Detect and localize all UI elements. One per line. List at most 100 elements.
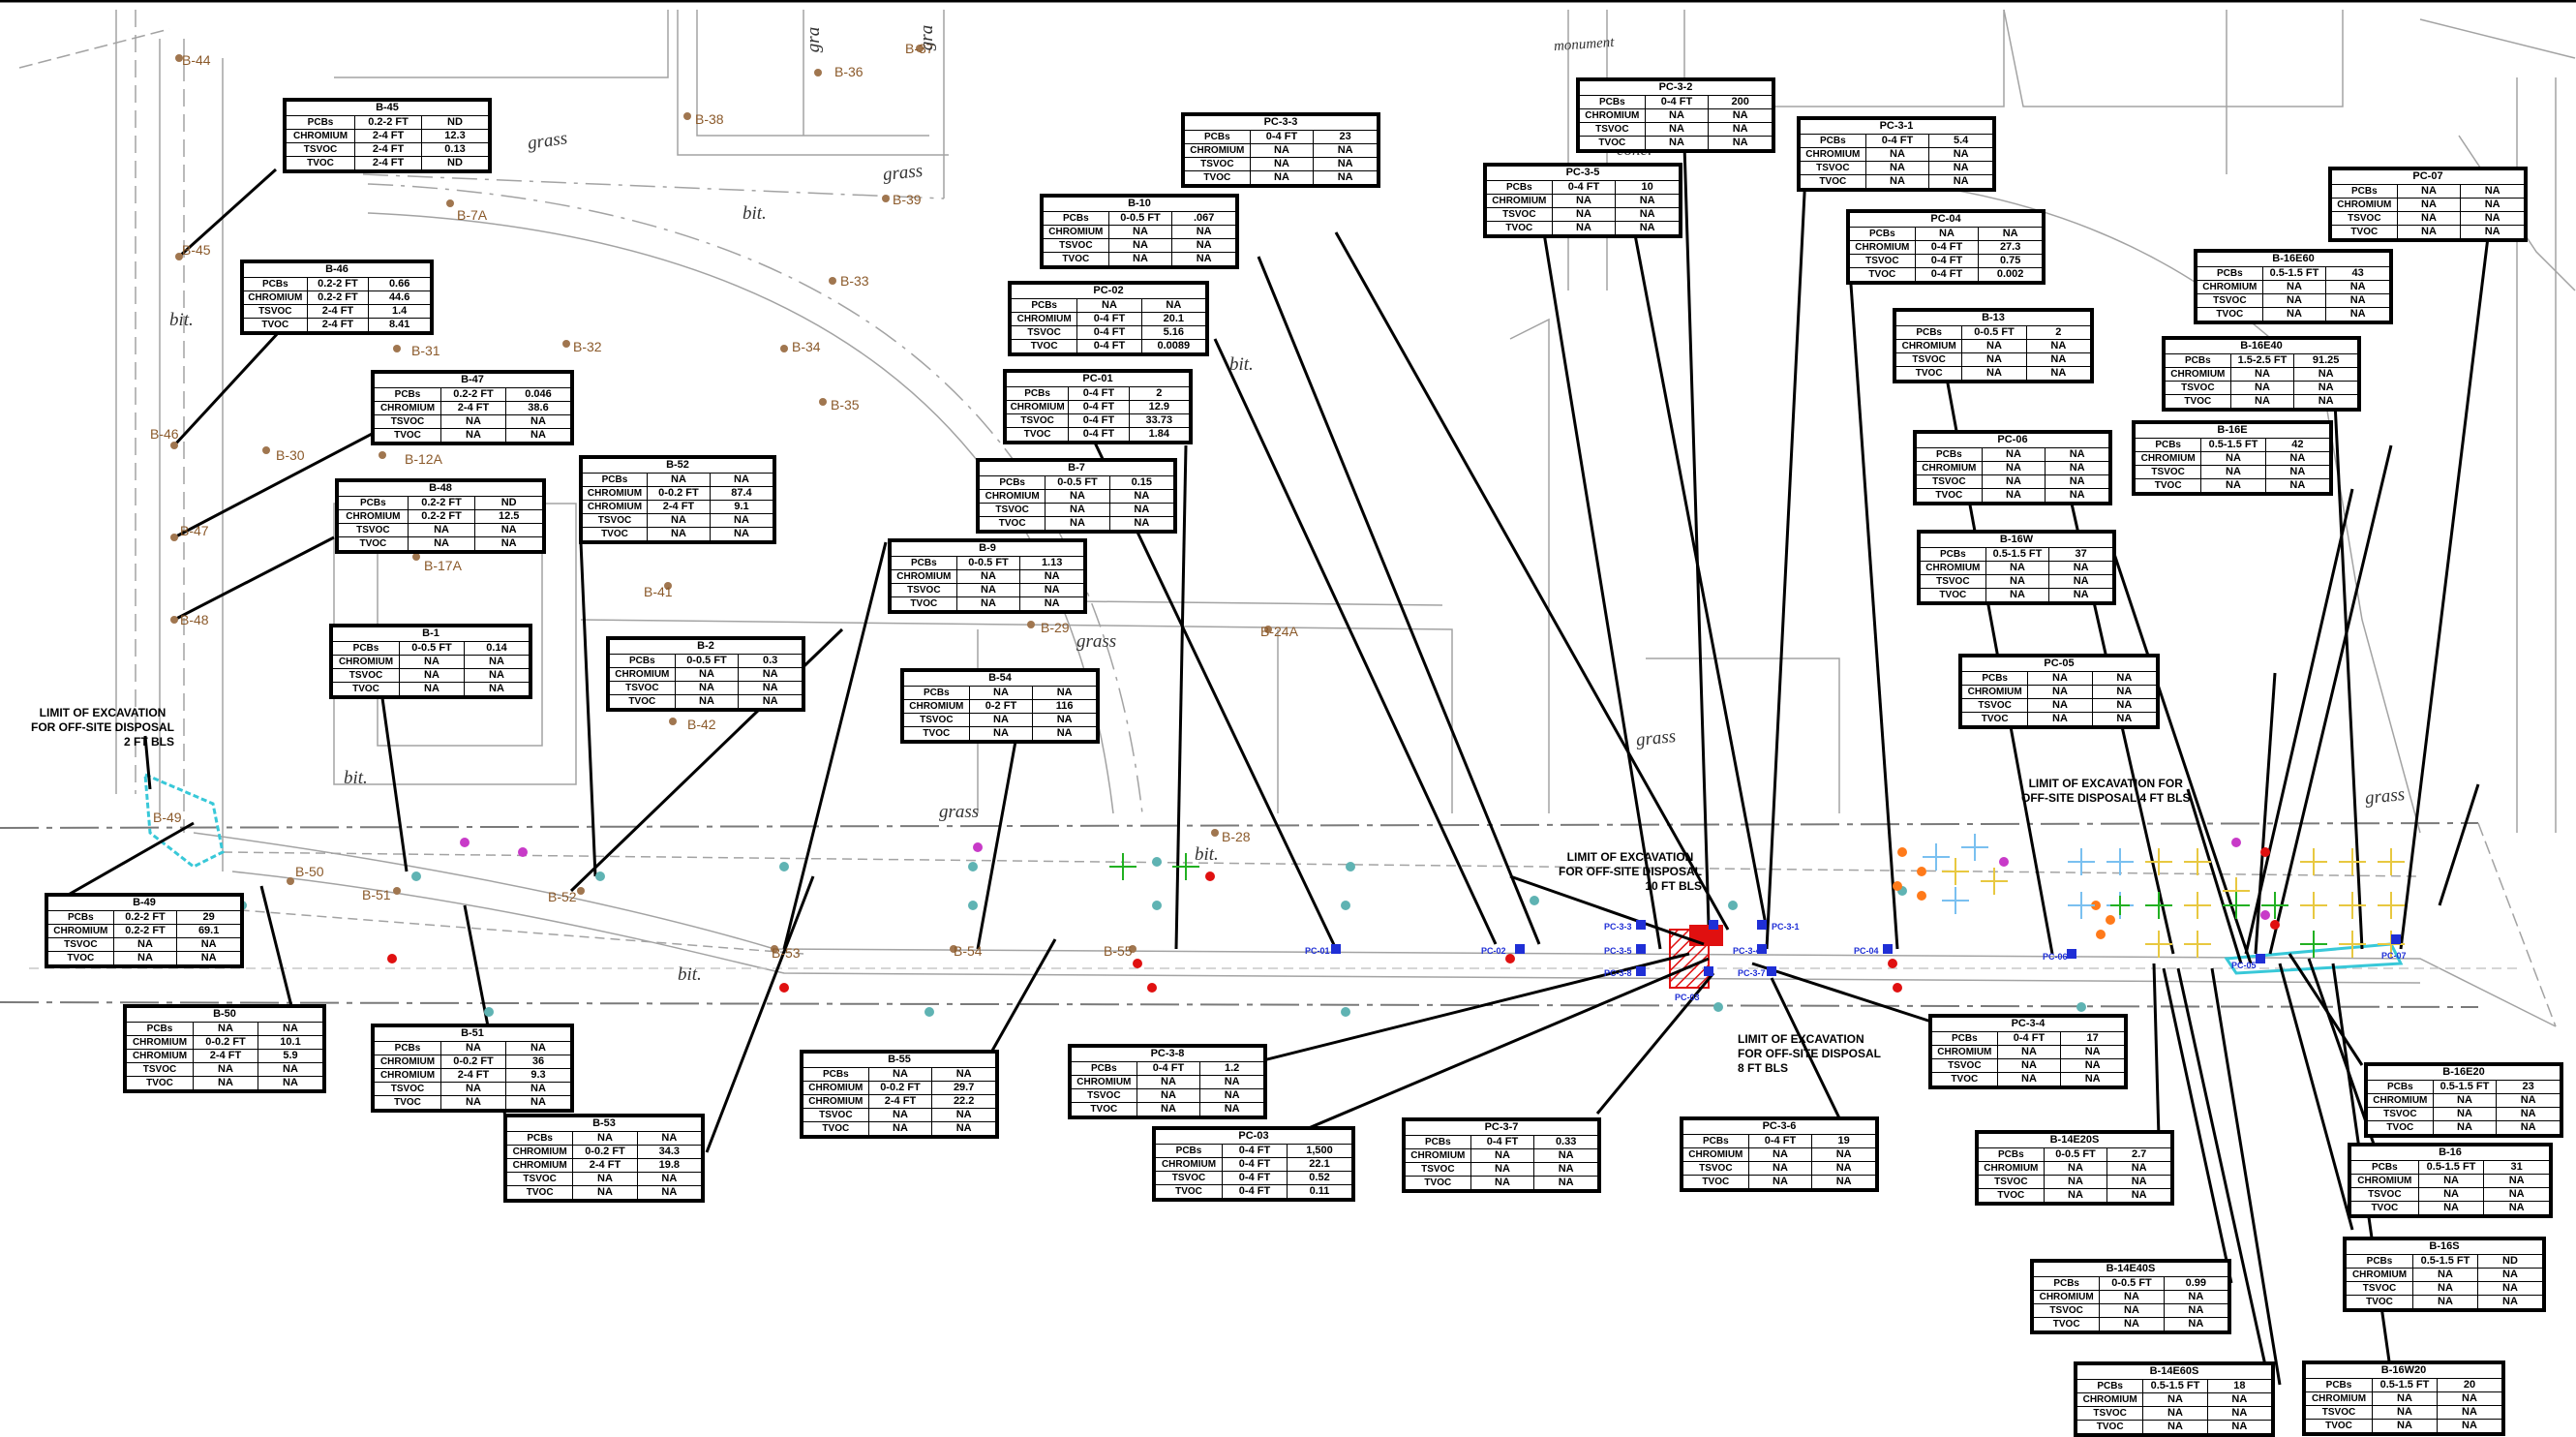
depth-cell: 0-0.2 FT xyxy=(648,487,711,500)
depth-cell: 0-4 FT xyxy=(1916,268,1980,281)
analyte-cell: CHROMIUM xyxy=(892,570,957,583)
sample-table-title: PC-3-6 xyxy=(1683,1120,1875,1135)
depth-cell: NA xyxy=(400,683,465,695)
analyte-cell: CHROMIUM xyxy=(2136,452,2202,465)
terrain-label: grass xyxy=(1076,631,1117,652)
sample-table-title: B-47 xyxy=(375,374,570,388)
sample-table-title: PC-3-1 xyxy=(1801,120,1992,135)
analyte-cell: CHROMIUM xyxy=(287,130,356,142)
analyte-cell: CHROMIUM xyxy=(1012,313,1078,325)
analyte-cell: TVOC xyxy=(1487,222,1553,234)
value-cell: NA xyxy=(955,1122,972,1134)
depth-cell: 0-4 FT xyxy=(1749,1135,1813,1147)
depth-cell: 2-4 FT xyxy=(308,305,370,318)
value-cell: NA xyxy=(2484,199,2500,210)
depth-cell: NA xyxy=(2434,1121,2498,1134)
value-cell: 29 xyxy=(202,911,215,923)
note-center-bottom: LIMIT OF EXCAVATION FOR OFF-SITE DISPOSA… xyxy=(1738,1032,1881,1076)
sample-table-title: PC-01 xyxy=(1007,373,1189,387)
depth-cell: 2-4 FT xyxy=(441,1069,506,1082)
analyte-cell: TSVOC xyxy=(287,143,356,156)
analyte-cell: PCBs xyxy=(1979,1148,2045,1161)
analyte-cell: CHROMIUM xyxy=(1044,226,1109,238)
value-cell: NA xyxy=(1732,137,1748,148)
value-cell: NA xyxy=(1166,299,1182,311)
analyte-cell: TVOC xyxy=(48,952,114,964)
boring-label: B-35 xyxy=(831,397,860,413)
pc-label: PC-04 xyxy=(1854,946,1879,956)
sample-table-title: PC-02 xyxy=(1012,285,1205,299)
value-cell: NA xyxy=(1732,123,1748,135)
pc-label: PC-05 xyxy=(2231,961,2257,970)
value-cell: 5.16 xyxy=(1163,326,1185,338)
analyte-cell: TVOC xyxy=(1012,340,1078,352)
depth-cell: 2-4 FT xyxy=(573,1159,638,1172)
analyte-cell: TVOC xyxy=(1932,1073,1998,1085)
value-cell: 2 xyxy=(2055,326,2062,338)
analyte-cell: CHROMIUM xyxy=(1979,1162,2045,1175)
depth-cell: NA xyxy=(2434,1094,2498,1107)
depth-cell: 0-4 FT xyxy=(1998,1032,2062,1045)
analyte-cell: TSVOC xyxy=(1580,123,1646,136)
analyte-cell: TSVOC xyxy=(244,305,308,318)
analyte-cell: CHROMIUM xyxy=(583,487,648,500)
depth-cell: NA xyxy=(2143,1393,2208,1406)
analyte-cell: CHROMIUM xyxy=(2347,1269,2413,1281)
depth-cell: NA xyxy=(957,584,1021,596)
analyte-cell: CHROMIUM xyxy=(127,1050,194,1062)
boring-label: B-24A xyxy=(1260,624,1298,639)
analyte-cell: PCBs xyxy=(2166,354,2231,367)
depth-cell: 0.2-2 FT xyxy=(409,510,476,523)
depth-cell: NA xyxy=(400,669,465,682)
analyte-cell: CHROMIUM xyxy=(803,1095,869,1108)
pc-label: PC-3-3 xyxy=(1604,922,1632,932)
depth-cell: NA xyxy=(1251,171,1315,184)
analyte-cell: CHROMIUM xyxy=(1801,148,1866,161)
value-cell: NA xyxy=(1337,171,1353,183)
value-cell: 38.6 xyxy=(528,402,549,413)
value-cell: 42 xyxy=(2291,439,2304,450)
value-cell: NA xyxy=(200,952,217,963)
depth-cell: NA xyxy=(114,938,178,951)
analyte-cell: TVOC xyxy=(583,528,648,540)
value-cell: NA xyxy=(1953,148,1969,160)
value-cell: NA xyxy=(762,695,778,707)
analyte-cell: PCBs xyxy=(1896,326,1963,339)
depth-cell: NA xyxy=(441,1096,506,1109)
analyte-cell: TVOC xyxy=(2136,479,2202,492)
note-line: 2 FT BLS xyxy=(124,735,175,749)
analyte-cell: CHROMIUM xyxy=(375,402,441,414)
analyte-cell: TSVOC xyxy=(1044,239,1109,252)
depth-cell: NA xyxy=(1916,228,1980,240)
depth-cell: 0-0.5 FT xyxy=(2100,1277,2165,1290)
analyte-cell: PCBs xyxy=(339,497,409,509)
depth-cell: NA xyxy=(1046,490,1110,503)
depth-cell: NA xyxy=(970,687,1034,699)
sample-table-title: PC-06 xyxy=(1917,434,2108,448)
depth-cell: NA xyxy=(869,1109,933,1121)
analyte-cell: CHROMIUM xyxy=(1962,686,2029,698)
value-cell: 18 xyxy=(2233,1380,2246,1391)
depth-cell: NA xyxy=(2045,1176,2108,1188)
